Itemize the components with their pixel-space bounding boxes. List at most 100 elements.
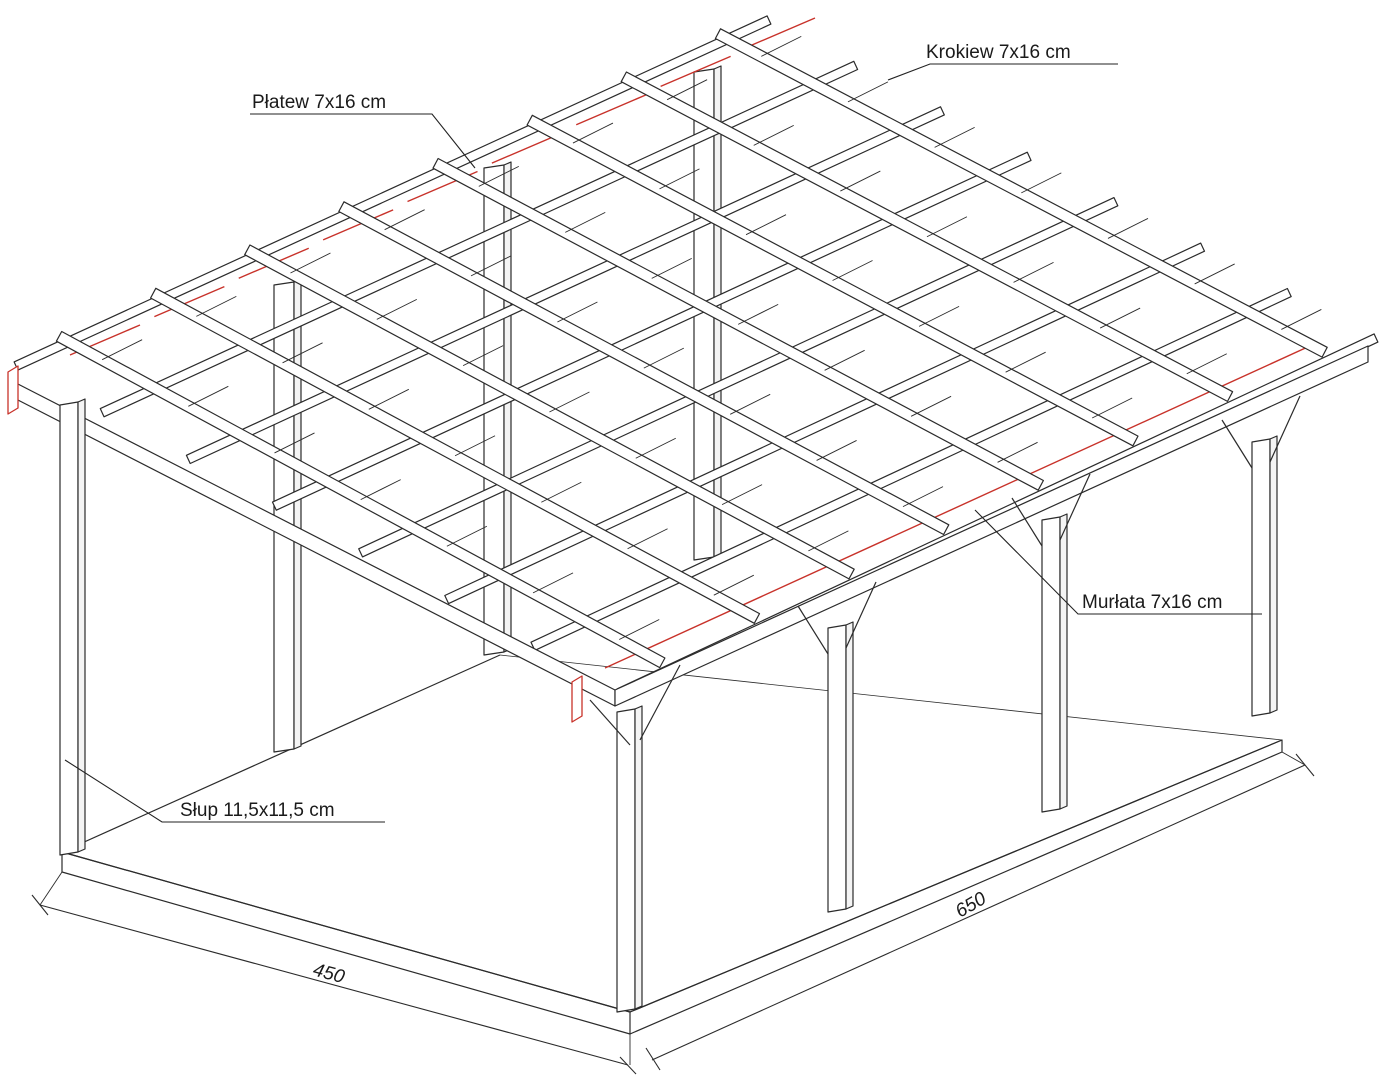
front-post-corner-face bbox=[616, 708, 636, 1013]
block-5-6 bbox=[910, 395, 952, 417]
block-3-2 bbox=[376, 298, 417, 320]
hidden-purlin-segment-9 bbox=[744, 17, 816, 49]
batten-2 bbox=[150, 287, 761, 624]
block-1-2 bbox=[188, 385, 229, 407]
block-1-3 bbox=[274, 432, 315, 454]
front-post-left-face bbox=[59, 401, 79, 856]
block-2-4 bbox=[454, 435, 496, 457]
slab-edge bbox=[61, 739, 1283, 1035]
block-2-3 bbox=[368, 388, 410, 410]
block-3-1 bbox=[290, 252, 331, 274]
block-1-7 bbox=[619, 619, 660, 640]
block-5-3 bbox=[651, 257, 692, 279]
front-post-left-side bbox=[77, 398, 86, 853]
batten-6 bbox=[526, 114, 1139, 447]
rafter-4 bbox=[271, 151, 1032, 511]
back-posts bbox=[273, 65, 722, 753]
block-6-7 bbox=[1091, 397, 1133, 419]
batten-7 bbox=[620, 71, 1234, 402]
wall-plate-label: Murłata 7x16 cm bbox=[1082, 592, 1222, 613]
block-3-6 bbox=[721, 484, 763, 505]
block-5-7 bbox=[997, 441, 1038, 463]
block-4-2 bbox=[470, 255, 512, 277]
slab-right-edge bbox=[629, 739, 1283, 1013]
block-7-4 bbox=[926, 216, 968, 238]
corner-knee-brace-a bbox=[589, 699, 631, 746]
left-plate-end bbox=[7, 365, 19, 415]
block-4-5 bbox=[730, 393, 771, 415]
length-dimension-label: 650 bbox=[952, 888, 990, 922]
block-6-5 bbox=[918, 305, 960, 327]
batten-4 bbox=[338, 201, 950, 536]
front-wall-plate-beam bbox=[13, 381, 616, 707]
block-4-6 bbox=[816, 440, 857, 461]
block-3-7 bbox=[808, 530, 849, 552]
purlin-leader bbox=[250, 113, 476, 169]
rafter-leader bbox=[887, 63, 1118, 81]
side-post-2-face bbox=[1041, 516, 1061, 813]
block-3-5 bbox=[635, 437, 676, 459]
knee-brace-left-3 bbox=[1221, 419, 1253, 469]
knee-brace-right-2 bbox=[1059, 473, 1091, 541]
side-post-2 bbox=[1011, 473, 1091, 813]
corner-knee-brace-b bbox=[639, 664, 681, 741]
front-post-corner bbox=[616, 705, 643, 1013]
knee-brace-left-1 bbox=[797, 605, 829, 655]
block-6-2 bbox=[659, 168, 700, 190]
width-dimension-label: 450 bbox=[311, 960, 347, 989]
block-1-6 bbox=[532, 572, 574, 594]
back-post-1 bbox=[273, 278, 302, 753]
block-7-1 bbox=[666, 79, 708, 101]
block-5-4 bbox=[737, 303, 779, 325]
block-5-2 bbox=[565, 211, 606, 233]
block-7-5 bbox=[1013, 261, 1054, 283]
dimension-lines bbox=[31, 751, 1315, 1075]
length-dimension-line bbox=[651, 764, 1306, 1061]
rafter-2 bbox=[99, 60, 859, 418]
side-post-3 bbox=[1221, 395, 1301, 717]
block-1-4 bbox=[360, 479, 401, 500]
block-3-3 bbox=[462, 345, 504, 367]
block-7-3 bbox=[840, 170, 881, 192]
block-2-6 bbox=[627, 528, 668, 550]
side-post-3-face bbox=[1251, 438, 1271, 717]
block-7-7 bbox=[1186, 353, 1227, 375]
block-3-4 bbox=[549, 391, 590, 413]
block-5-5 bbox=[824, 349, 865, 371]
block-6-1 bbox=[572, 122, 614, 144]
hidden-purlin-segment-6 bbox=[491, 132, 563, 164]
side-post-3-side bbox=[1269, 435, 1278, 714]
rafter-7 bbox=[530, 287, 1292, 652]
slab-back-edge bbox=[499, 654, 1283, 741]
block-2-5 bbox=[541, 481, 582, 503]
block-8-3 bbox=[934, 126, 975, 148]
block-8-2 bbox=[847, 81, 889, 103]
front-post-corner-side bbox=[634, 705, 643, 1010]
roof-frame bbox=[13, 15, 1379, 698]
block-4-7 bbox=[902, 486, 944, 508]
knee-brace-right-1 bbox=[845, 581, 877, 649]
side-post-1-face bbox=[827, 624, 847, 913]
slab-front-edge bbox=[61, 851, 631, 1013]
rafter-3 bbox=[185, 106, 945, 465]
rafter-1 bbox=[13, 15, 772, 371]
block-1-5 bbox=[446, 525, 488, 547]
label-leaders bbox=[64, 63, 1262, 823]
block-8-4 bbox=[1021, 172, 1062, 194]
length-extension-right bbox=[1281, 751, 1306, 766]
block-7-6 bbox=[1099, 307, 1141, 329]
block-2-2 bbox=[282, 342, 323, 364]
rafter-label: Krokiew 7x16 cm bbox=[926, 42, 1071, 63]
block-5-1 bbox=[478, 165, 519, 187]
block-8-1 bbox=[761, 35, 802, 57]
block-6-4 bbox=[832, 260, 873, 281]
block-6-6 bbox=[1005, 351, 1046, 373]
hidden-purlin-segment-8 bbox=[660, 55, 731, 88]
block-2-1 bbox=[196, 295, 237, 317]
block-8-5 bbox=[1107, 218, 1149, 239]
width-dimension-line bbox=[39, 904, 629, 1066]
rafter-6 bbox=[444, 242, 1206, 605]
block-7-2 bbox=[753, 124, 794, 146]
slab-back-left-edge bbox=[61, 654, 501, 853]
length-tick-left bbox=[645, 1047, 661, 1071]
